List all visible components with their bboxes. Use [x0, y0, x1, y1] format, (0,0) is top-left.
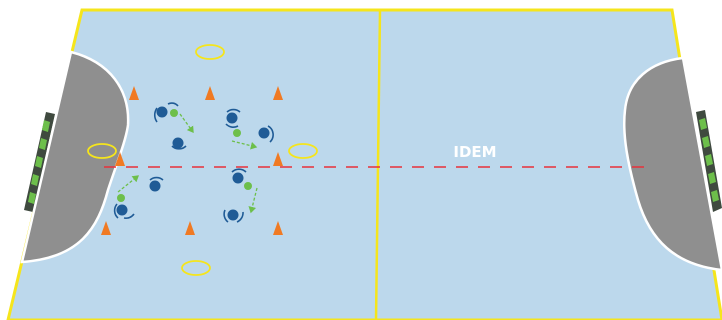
ball-icon: [170, 109, 178, 117]
dashed-pass-arrow-icon: [179, 113, 194, 134]
ball-icon: [233, 129, 241, 137]
player-icon: [149, 180, 161, 192]
triangle-cone-icon: [115, 152, 125, 166]
center-line: [374, 9, 382, 320]
player-group-4: [223, 168, 258, 223]
dashed-pass-arrow-icon: [117, 175, 140, 193]
dashed-pass-arrow-icon: [231, 140, 258, 150]
center-label: IDEM: [453, 143, 496, 161]
left-goal: [24, 112, 55, 212]
triangle-cone-icon: [273, 221, 283, 235]
ball-icon: [117, 194, 125, 202]
target-ring-icon: [87, 143, 117, 159]
player-icon: [116, 204, 128, 216]
right-goal-area: [622, 56, 722, 272]
triangle-cone-icon: [273, 86, 283, 100]
triangle-cone-icon: [273, 152, 283, 166]
player-icon: [226, 112, 238, 124]
player-group-2: [225, 108, 274, 150]
right-goal: [696, 110, 722, 212]
triangle-cone-icon: [129, 86, 139, 100]
player-group-1: [153, 102, 194, 150]
player-icon: [172, 137, 184, 149]
target-ring-icon: [195, 44, 225, 60]
player-icon: [156, 106, 168, 118]
target-ring-icon: [288, 143, 318, 159]
player-icon: [232, 172, 244, 184]
triangle-cone-icon: [101, 221, 111, 235]
triangle-cone-icon: [205, 86, 215, 100]
ball-icon: [244, 182, 252, 190]
target-ring-icon: [181, 260, 211, 276]
player-icon: [258, 127, 270, 139]
player-group-3: [113, 175, 164, 219]
player-icon: [227, 209, 239, 221]
dashed-pass-arrow-icon: [248, 187, 258, 214]
cones: [101, 86, 283, 235]
triangle-cone-icon: [185, 221, 195, 235]
